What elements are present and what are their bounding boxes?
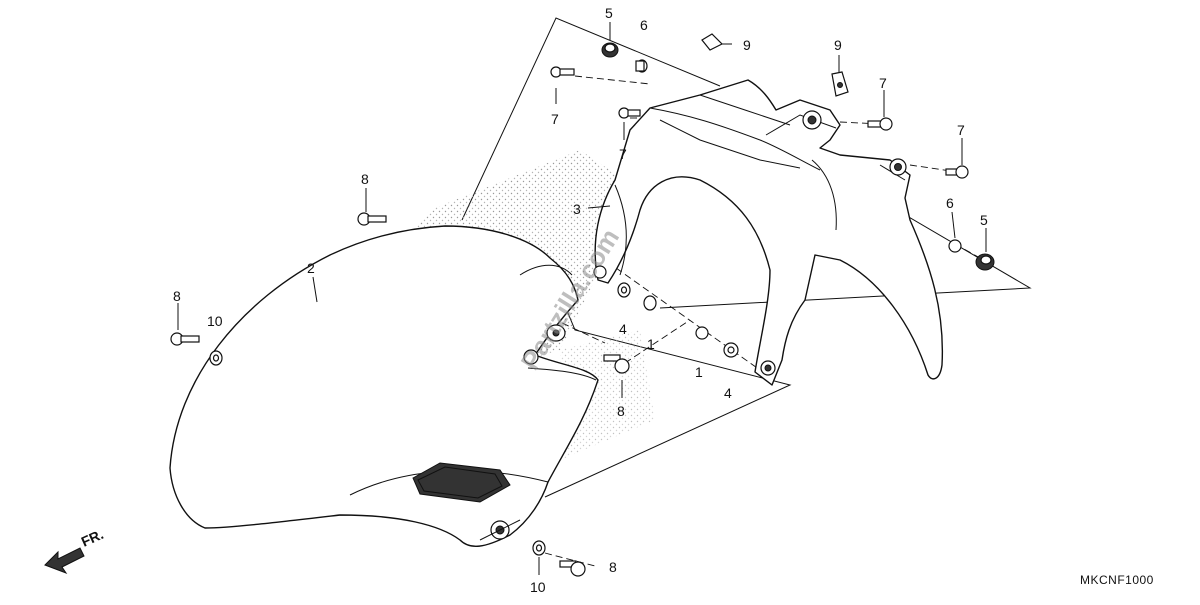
collar-1-right <box>695 326 709 340</box>
bolt-7-left <box>550 66 575 78</box>
callout-2: 2 <box>307 260 315 276</box>
front-direction-indicator: FR. <box>44 526 106 575</box>
callout-labels: 1 1 2 3 4 4 5 5 6 6 7 7 7 7 8 8 8 8 9 9 … <box>173 5 988 595</box>
callout-4: 4 <box>724 385 732 401</box>
callout-9: 9 <box>743 37 751 53</box>
bolt-8-left <box>170 332 200 346</box>
callout-10: 10 <box>207 313 223 329</box>
callout-6: 6 <box>640 17 648 33</box>
grommet-5-right <box>975 253 995 271</box>
bolt-8-bottom <box>559 560 586 577</box>
callout-8: 8 <box>617 403 625 419</box>
inner-fender <box>593 79 944 386</box>
callout-3: 3 <box>573 201 581 217</box>
callout-1: 1 <box>647 336 655 352</box>
callout-4: 4 <box>619 321 627 337</box>
front-fender <box>169 225 599 547</box>
washer-4-center <box>617 282 631 298</box>
washer-10-left <box>209 350 223 366</box>
callout-6: 6 <box>946 195 954 211</box>
arrow-icon <box>44 547 85 575</box>
callout-8: 8 <box>173 288 181 304</box>
callout-8: 8 <box>609 559 617 575</box>
callout-5: 5 <box>605 5 613 21</box>
callout-9: 9 <box>834 37 842 53</box>
callout-5: 5 <box>980 212 988 228</box>
washer-4-right <box>723 342 739 358</box>
reference-code: MKCNF1000 <box>1080 573 1154 587</box>
washer-10-bottom <box>532 540 546 556</box>
callout-7: 7 <box>551 111 559 127</box>
fender-mount <box>523 324 566 365</box>
collar-6-top <box>635 59 648 73</box>
callout-1: 1 <box>695 364 703 380</box>
direction-label: FR. <box>79 526 106 550</box>
callout-10: 10 <box>530 579 546 595</box>
collar-1-center <box>643 295 657 311</box>
bolt-8-upper <box>357 212 387 226</box>
grommet-5-top <box>601 42 619 58</box>
callout-8: 8 <box>361 171 369 187</box>
callout-7: 7 <box>619 146 627 162</box>
bolt-8-center <box>603 354 630 374</box>
hardware <box>170 33 995 577</box>
clip-nut-9-top <box>701 33 724 51</box>
collar-6-right <box>948 239 962 253</box>
bolt-7-right-lower <box>945 165 969 179</box>
bolt-7-right-upper <box>867 117 893 131</box>
callout-7: 7 <box>957 122 965 138</box>
leader-lines <box>177 22 987 575</box>
clip-nut-9-right <box>831 71 849 97</box>
bolt-7-mid <box>618 107 641 119</box>
callout-7: 7 <box>879 75 887 91</box>
